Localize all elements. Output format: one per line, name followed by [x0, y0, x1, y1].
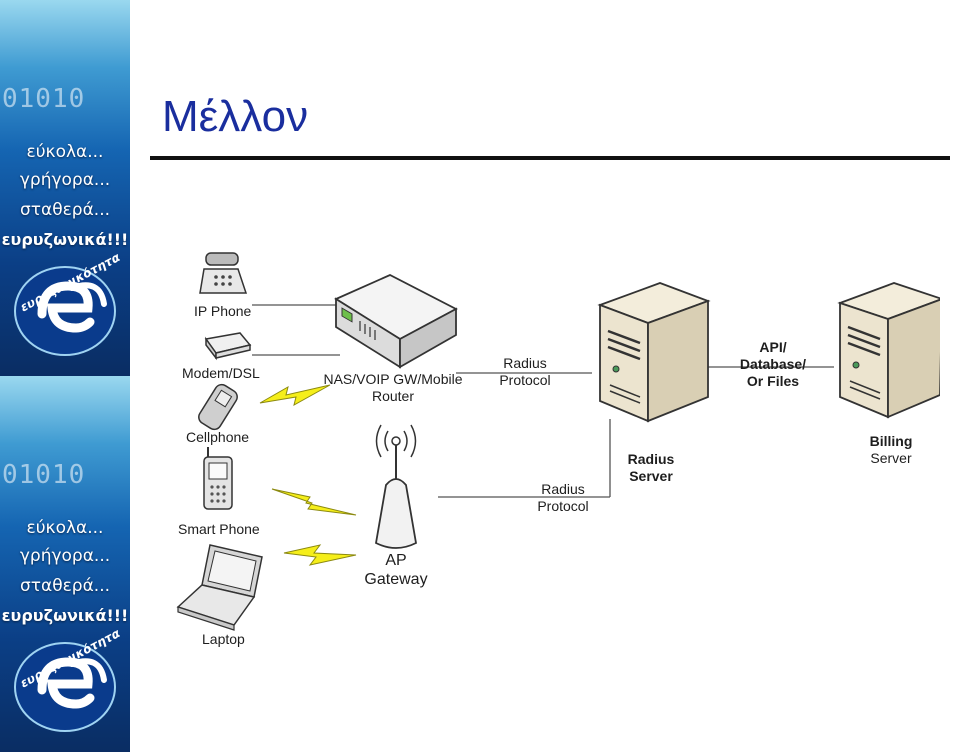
radius-server-label-line: Radius: [627, 451, 675, 467]
lightning-icon: [259, 384, 331, 406]
ap-label-line: Gateway: [364, 571, 428, 588]
cellphone-icon: [198, 383, 238, 431]
ap-gateway-icon: [374, 424, 418, 549]
cellphone-label: Cellphone: [186, 429, 250, 445]
api-label-line: Or Files: [746, 373, 800, 389]
billing-server-label-line: Billing: [869, 433, 913, 449]
smart-phone-icon: [203, 447, 233, 510]
title-underline: [150, 156, 950, 160]
lightning-icon: [271, 488, 357, 516]
radius-server-icon: [597, 282, 711, 423]
banner-digits: 01010: [2, 460, 86, 490]
slogan-line: εύκολα...: [26, 518, 104, 538]
network-diagram: IP Phone Modem/DSL Cellphone Smart Phone…: [160, 235, 940, 655]
diagram-graphics: [176, 252, 940, 631]
radius-link-label-line: Protocol: [499, 372, 551, 388]
lightning-icon: [283, 544, 357, 566]
api-label-line: Database/: [739, 356, 807, 372]
api-label-line: API/: [759, 339, 787, 355]
smart-phone-label: Smart Phone: [178, 521, 260, 537]
billing-server-label-line: Server: [870, 450, 912, 466]
radius-link-label-line: Radius: [503, 355, 547, 371]
nas-label-line: NAS/VOIP GW/Mobile: [323, 371, 463, 387]
left-banner: 01010 εύκολα... γρήγορα... σταθερά... ευ…: [0, 0, 130, 752]
modem-label: Modem/DSL: [182, 365, 260, 381]
slogan-line: σταθερά...: [19, 200, 110, 220]
slogan-line: γρήγορα...: [19, 170, 111, 190]
laptop-icon: [176, 544, 263, 631]
ip-phone-label: IP Phone: [194, 303, 252, 319]
ip-phone-icon: [199, 252, 248, 294]
billing-server-icon: [837, 282, 940, 419]
lightning-bolts: [259, 384, 357, 566]
radius-link-label-line: Protocol: [537, 498, 589, 514]
banner-tile: 01010 εύκολα... γρήγορα... σταθερά... ευ…: [0, 376, 130, 752]
slogan-line: γρήγορα...: [19, 546, 111, 566]
banner-tile: 01010 εύκολα... γρήγορα... σταθερά... ευ…: [0, 0, 130, 376]
laptop-label: Laptop: [202, 631, 245, 647]
modem-icon: [204, 332, 252, 361]
e-logo-icon: [14, 642, 116, 732]
slide-title: Μέλλον: [162, 92, 309, 141]
radius-server-label-line: Server: [629, 468, 673, 484]
slogan-line: ευρυζωνικά!!!: [1, 606, 129, 625]
slogan-line: εύκολα...: [26, 142, 104, 162]
slogan-line: ευρυζωνικά!!!: [1, 230, 129, 249]
ap-label-line: AP: [385, 552, 407, 569]
connection-lines: [252, 304, 834, 498]
radius-link-label-line: Radius: [541, 481, 585, 497]
banner-digits: 01010: [2, 84, 86, 114]
nas-router-icon: [334, 274, 458, 369]
e-logo-icon: [14, 266, 116, 356]
nas-label-line: Router: [371, 388, 415, 404]
slogan-line: σταθερά...: [19, 576, 110, 596]
